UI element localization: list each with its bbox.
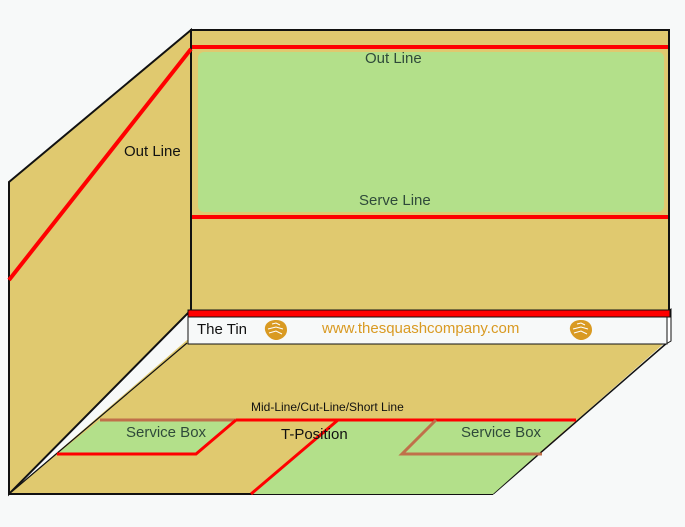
service-box-left-lines bbox=[57, 418, 237, 456]
back-right-quarter bbox=[251, 420, 576, 494]
tin-label: The Tin bbox=[197, 321, 248, 338]
floor-left-edge bbox=[8, 342, 188, 495]
tin-red-strip bbox=[187, 309, 671, 318]
front-wall-play-area bbox=[198, 52, 664, 212]
half-court-line bbox=[250, 418, 339, 496]
short-line-label: Mid-Line/Cut-Line/Short Line bbox=[251, 400, 404, 414]
service-box-right-lines bbox=[398, 418, 542, 456]
service-box-left-area bbox=[57, 420, 236, 454]
side-out-line-label: Out Line bbox=[124, 143, 181, 160]
side-out-line bbox=[7, 47, 193, 282]
serve-line-label: Serve Line bbox=[359, 192, 431, 209]
front-out-line-label: Out Line bbox=[365, 50, 422, 67]
floor-right-edge bbox=[492, 341, 669, 495]
t-position-label: T-Position bbox=[281, 426, 348, 443]
website-label: www.thesquashcompany.com bbox=[322, 320, 520, 337]
service-box-right-label: Service Box bbox=[461, 424, 542, 441]
lion-logo-icon bbox=[264, 320, 287, 340]
lion-logo-icon bbox=[569, 320, 592, 340]
service-box-left-label: Service Box bbox=[126, 424, 207, 441]
